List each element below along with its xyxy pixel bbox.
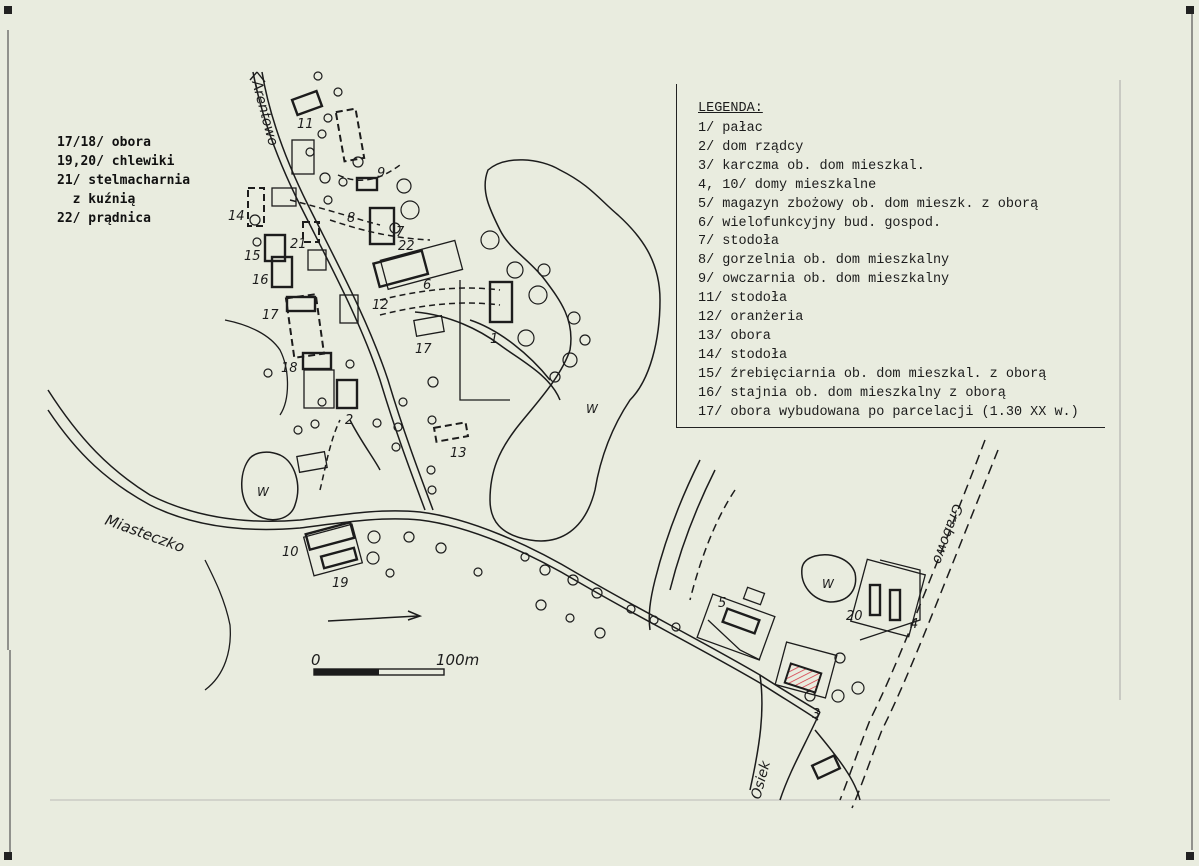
top-legend-line: 22/ prądnica <box>57 211 151 226</box>
legend-item: 3/ karczma ob. dom mieszkal. <box>698 158 925 174</box>
legend-item: 2/ dom rządcy <box>698 139 804 155</box>
legend-item: 12/ oranżeria <box>698 310 804 326</box>
top-legend-line: 17/18/ obora <box>57 135 151 150</box>
building-label-6: 6 <box>423 278 431 293</box>
legend-item: 17/ obora wybudowana po parcelacji (1.30… <box>698 404 1079 420</box>
building-17-west <box>285 295 317 313</box>
buildings-minor <box>271 139 927 699</box>
water-label-east: W <box>822 577 835 591</box>
roads <box>47 71 999 809</box>
pond-east <box>801 554 857 603</box>
building-label-18: 18 <box>281 361 298 376</box>
legend-item: 7/ stodoła <box>698 234 780 250</box>
ponds <box>241 451 857 603</box>
building-1 <box>488 280 514 324</box>
park-outline <box>414 159 661 542</box>
building-18 <box>301 351 333 371</box>
building-label-22: 22 <box>398 239 415 254</box>
building-label-16: 16 <box>252 273 269 288</box>
building-label-13: 13 <box>450 446 467 461</box>
building-5 <box>721 607 761 635</box>
building-10 <box>304 520 356 552</box>
building-11 <box>290 89 324 117</box>
building-9 <box>355 176 379 192</box>
building-label-17: 17 <box>262 308 279 323</box>
legend-item: 16/ stajnia ob. dom mieszkalny z oborą <box>698 385 1006 401</box>
woodland-west <box>204 319 289 691</box>
top-legend-line: 21/ stelmacharnia <box>57 173 191 188</box>
building-label-21: 21 <box>290 237 307 252</box>
building-20b <box>888 588 902 622</box>
legend-item: 11/ stodoła <box>698 291 788 307</box>
legend-item: 4, 10/ domy mieszkalne <box>698 177 877 193</box>
road-label-miasteczko: Miasteczko <box>103 511 187 556</box>
road-label-arentowo: Arentowo <box>248 78 281 148</box>
building-numbers: 1 2 3 4 5 6 7 8 9 10 11 12 13 14 15 16 1… <box>228 117 918 722</box>
water-label-park: W <box>586 402 599 416</box>
water-label-west: W <box>257 485 270 499</box>
trees <box>249 71 865 703</box>
top-legend-line: z kuźnią <box>57 192 136 207</box>
building-label-5: 5 <box>718 596 726 611</box>
road-label-grabowo: Grabowo <box>929 502 965 566</box>
top-legend-line: 19,20/ chlewiki <box>57 154 175 169</box>
building-2 <box>335 378 359 410</box>
building-7 <box>368 206 396 246</box>
legend-item: 6/ wielofunkcyjny bud. gospod. <box>698 215 942 231</box>
building-label-2: 2 <box>345 413 353 428</box>
building-15 <box>263 233 287 263</box>
building-label-4: 4 <box>910 617 918 632</box>
legend-item: 14/ stodoła <box>698 347 788 363</box>
building-label-17b: 17 <box>415 342 432 357</box>
corner-marks <box>4 6 1194 860</box>
building-label-10: 10 <box>282 545 299 560</box>
hatched-building-3 <box>783 662 823 694</box>
legend-box: LEGENDA: 1/ pałac 2/ dom rządcy 3/ karcz… <box>676 84 1105 428</box>
road-label-osiek: Osiek <box>748 758 774 801</box>
legend-item: 13/ obora <box>698 328 771 344</box>
building-label-20: 20 <box>846 609 863 624</box>
buildings-demolished <box>247 107 470 443</box>
building-label-9: 9 <box>377 166 385 181</box>
building-20a <box>868 583 882 617</box>
pond-west <box>241 451 299 521</box>
scale-bar: 0 100m <box>311 651 479 676</box>
building-19 <box>319 546 359 570</box>
scale-start-label: 0 <box>311 651 321 669</box>
legend-item: 15/ źrebięciarnia ob. dom mieszkal. z ob… <box>698 366 1047 382</box>
building-label-15: 15 <box>244 249 261 264</box>
legend-title: LEGENDA: <box>698 101 763 116</box>
building-label-1: 1 <box>490 332 498 347</box>
building-label-12: 12 <box>372 298 389 313</box>
building-label-11: 11 <box>297 117 314 132</box>
top-legend: 17/18/ obora 19,20/ chlewiki 21/ stelmac… <box>57 133 190 228</box>
legend-item: 8/ gorzelnia ob. dom mieszkalny <box>698 253 950 269</box>
paper-edges <box>7 10 1193 860</box>
north-arrow <box>327 610 423 622</box>
legend-list: 1/ pałac 2/ dom rządcy 3/ karczma ob. do… <box>698 120 1079 423</box>
building-label-14: 14 <box>228 209 245 224</box>
buildings <box>263 89 902 781</box>
legend-item: 1/ pałac <box>698 121 763 136</box>
building-6 <box>371 249 430 289</box>
building-label-8: 8 <box>347 211 355 226</box>
building-label-7: 7 <box>396 225 405 240</box>
building-osiek <box>810 753 842 781</box>
scale-end-label: 100m <box>436 651 479 669</box>
building-16 <box>270 255 294 289</box>
legend-item: 9/ owczarnia ob. dom mieszkalny <box>698 272 950 288</box>
legend-item: 5/ magazyn zbożowy ob. dom mieszk. z obo… <box>698 196 1039 212</box>
building-label-19: 19 <box>332 576 349 591</box>
building-label-3: 3 <box>812 707 820 722</box>
